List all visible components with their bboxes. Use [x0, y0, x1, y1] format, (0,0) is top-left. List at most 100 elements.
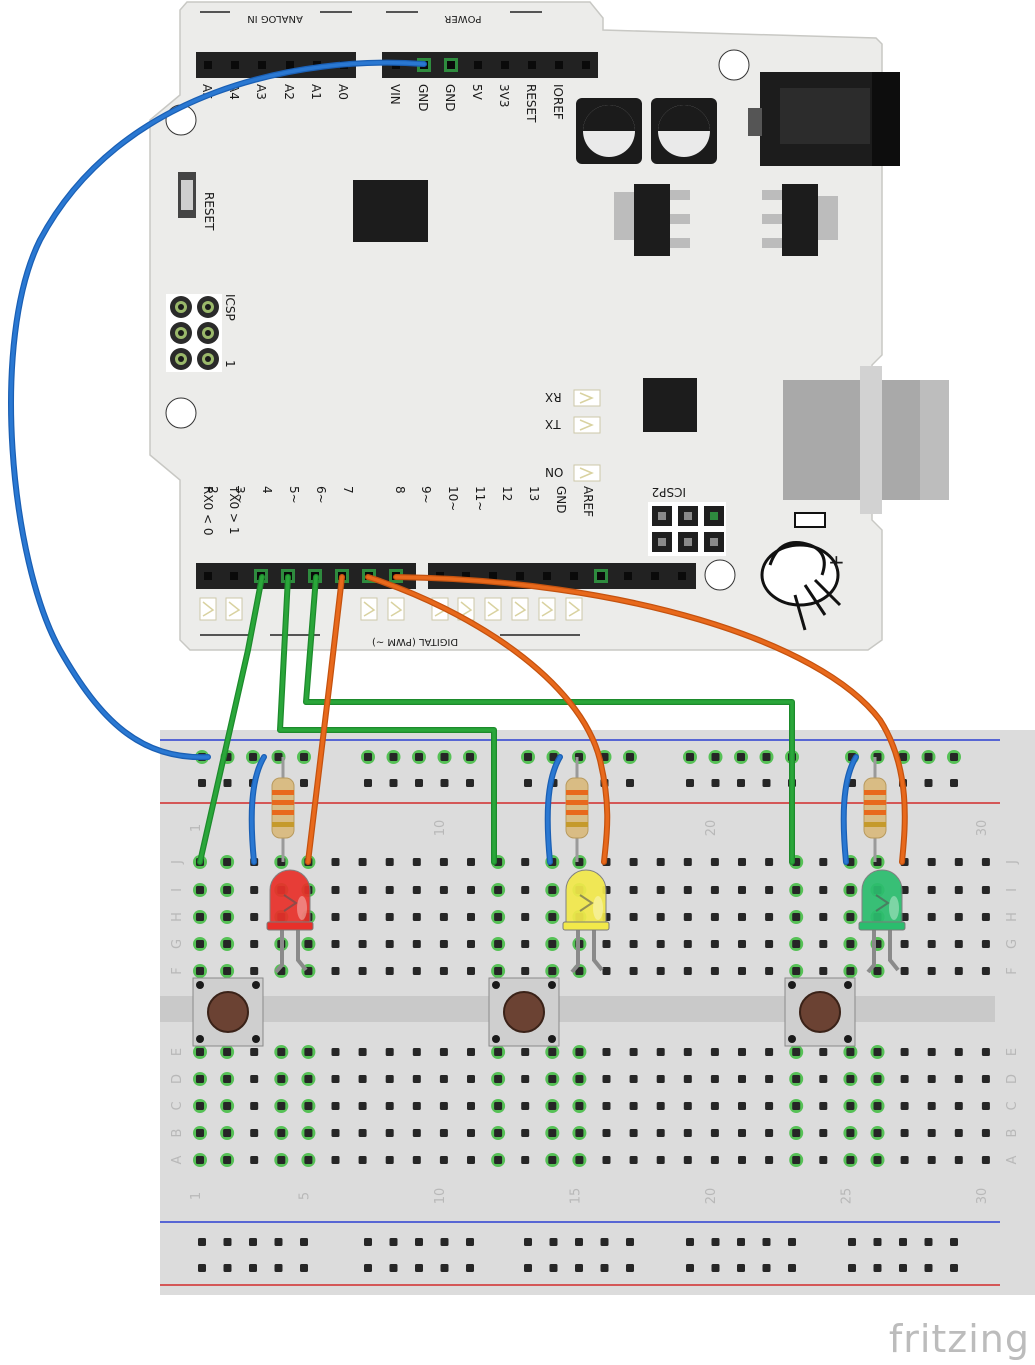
breadboard-hole — [981, 1048, 990, 1056]
status-led — [573, 464, 601, 482]
fritzing-watermark: fritzing — [889, 1317, 1030, 1361]
breadboard-hole — [789, 1072, 804, 1086]
breadboard-hole — [439, 1048, 448, 1056]
breadboard-hole — [738, 858, 746, 866]
breadboard-hole — [412, 1075, 421, 1083]
resistors — [271, 757, 887, 862]
icsp-pin — [197, 348, 219, 370]
breadboard-hole — [789, 964, 804, 978]
breadboard-hole — [193, 1099, 207, 1113]
header-pin — [230, 572, 238, 580]
breadboard-hole — [789, 1099, 804, 1113]
breadboard-hole — [220, 937, 235, 951]
breadboard-hole — [789, 1045, 804, 1059]
breadboard-hole — [412, 1156, 421, 1164]
breadboard-hole — [737, 779, 745, 787]
column-number: 20 — [704, 820, 719, 837]
breadboard-hole — [788, 1264, 796, 1272]
row-letter: G — [170, 939, 185, 949]
wire-gnd-blue-core — [9, 60, 426, 759]
resistor — [271, 757, 295, 862]
breadboard-hole — [300, 1238, 308, 1246]
breadboard-hole — [927, 967, 936, 975]
breadboard-hole — [629, 1156, 638, 1164]
breadboard-hole — [198, 1238, 206, 1246]
breadboard-hole — [788, 1238, 796, 1246]
column-number: 30 — [975, 820, 990, 837]
breadboard-hole — [463, 750, 477, 764]
breadboard-hole — [947, 750, 961, 764]
breadboard-hole — [711, 779, 720, 787]
breadboard-hole — [572, 855, 587, 869]
breadboard-hole — [819, 913, 828, 921]
breadboard-hole — [385, 967, 394, 975]
capacitor-mark — [658, 105, 710, 131]
breadboard-hole — [710, 886, 719, 894]
breadboard-hole — [198, 1264, 206, 1272]
wire-blue-jumper — [840, 754, 859, 865]
breadboard-hole — [220, 910, 235, 924]
icsp-pin — [197, 296, 219, 318]
column-number: 10 — [433, 1188, 448, 1205]
breadboard-hole — [220, 1099, 235, 1113]
breadboard-hole — [683, 886, 692, 894]
breadboard-hole — [900, 1102, 909, 1110]
breadboard-hole — [358, 967, 367, 975]
breadboard-hole — [981, 1156, 990, 1164]
breadboard-hole — [710, 1156, 719, 1164]
breadboard-hole — [954, 1075, 963, 1083]
breadboard-hole — [738, 913, 746, 921]
icsp-pin1-label: 1 — [223, 360, 237, 368]
breadboard-hole — [220, 1072, 235, 1086]
breadboard-hole — [364, 779, 372, 787]
analog-pin-label: A0 — [336, 84, 350, 100]
breadboard-hole — [711, 1238, 720, 1246]
breadboard-hole — [412, 858, 421, 866]
breadboard-hole — [364, 1264, 372, 1272]
breadboard-hole — [900, 967, 909, 975]
breadboard-hole — [572, 1126, 587, 1140]
breadboard-hole — [656, 940, 665, 948]
row-letter: A — [170, 1155, 185, 1164]
breadboard-hole — [521, 967, 530, 975]
row-letter: C — [1005, 1101, 1020, 1110]
push-buttons — [192, 977, 856, 1047]
header-pin — [204, 572, 212, 580]
breadboard-hole — [602, 1129, 611, 1137]
row-letter: J — [170, 860, 185, 865]
breadboard-hole — [491, 1099, 506, 1113]
breadboard-hole — [439, 1075, 448, 1083]
breadboard-hole — [274, 1153, 289, 1167]
breadboard-hole — [491, 1072, 506, 1086]
breadboard-hole — [572, 1045, 587, 1059]
breadboard-hole — [385, 1129, 394, 1137]
digital-pin-leds — [199, 597, 583, 621]
breadboard-hole — [467, 1075, 475, 1083]
breadboard-hole — [602, 1075, 611, 1083]
header-pin — [624, 572, 632, 580]
breadboard-hole — [439, 1156, 448, 1164]
breadboard-hole — [220, 883, 235, 897]
row-letter: I — [1005, 888, 1020, 892]
row-letter: I — [170, 888, 185, 892]
breadboard-hole — [870, 1099, 885, 1113]
breadboard-hole — [629, 1048, 638, 1056]
breadboard-hole — [250, 967, 259, 975]
breadboard-hole — [491, 937, 506, 951]
breadboard-hole — [223, 1264, 232, 1272]
regulator-pin — [670, 214, 690, 224]
logo-stroke — [793, 578, 842, 631]
regulator-pin — [670, 190, 690, 200]
breadboard-hole — [738, 1075, 746, 1083]
breadboard-hole — [710, 967, 719, 975]
breadboard-hole — [981, 858, 990, 866]
breadboard-hole — [819, 940, 828, 948]
breadboard-hole — [789, 883, 804, 897]
regulator-pin — [762, 214, 782, 224]
breadboard-hole — [683, 913, 692, 921]
breadboard-hole — [466, 1264, 474, 1272]
breadboard-hole — [521, 886, 530, 894]
breadboard-hole — [629, 1129, 638, 1137]
breadboard-hole — [389, 779, 398, 787]
breadboard-hole — [629, 858, 638, 866]
